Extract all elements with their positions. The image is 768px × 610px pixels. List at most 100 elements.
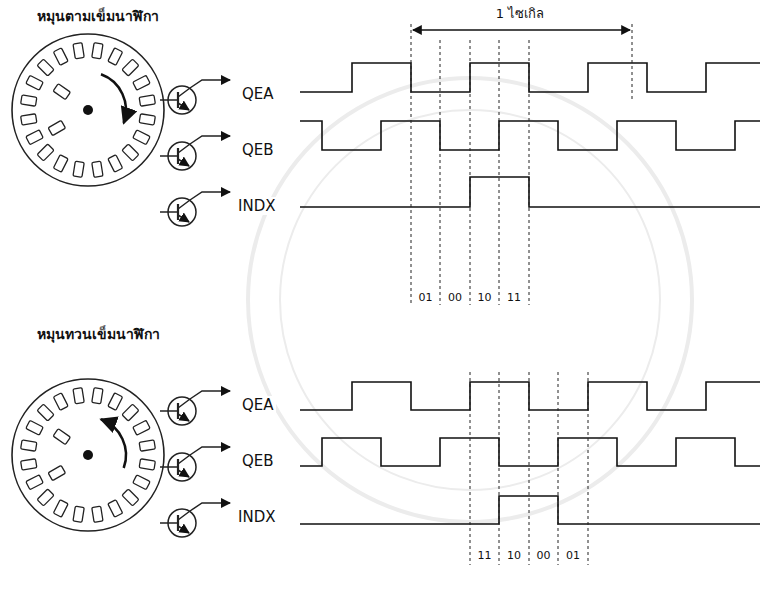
disc-slot xyxy=(53,393,68,410)
emitter-lead xyxy=(178,103,189,110)
signal-waveform xyxy=(300,121,760,150)
dashed-guide xyxy=(470,40,471,305)
dashed-guide xyxy=(411,24,412,305)
disc-slot xyxy=(92,43,103,59)
output-arrow xyxy=(178,503,230,520)
disc-slot xyxy=(37,404,54,421)
disc-slot xyxy=(108,155,123,172)
phototransistor-symbol xyxy=(160,80,230,114)
disc-slot xyxy=(53,48,68,65)
disc-slot xyxy=(21,114,37,125)
dashed-guide xyxy=(558,372,559,565)
emitter-lead xyxy=(178,159,189,166)
base-lead xyxy=(160,410,178,412)
state-code: 11 xyxy=(506,291,522,304)
signal-waveform xyxy=(300,382,760,410)
base-lead xyxy=(160,155,178,157)
phototransistor-symbol xyxy=(160,447,230,481)
signal-name: QEA xyxy=(240,85,276,103)
disc-slot xyxy=(139,459,155,470)
phototransistors xyxy=(160,80,230,537)
disc-slot xyxy=(122,404,139,421)
rotation-arrow xyxy=(101,419,126,468)
signal-waveform xyxy=(300,177,760,207)
disc-slot xyxy=(73,388,84,404)
rotation-arrow xyxy=(101,74,126,123)
base-lead xyxy=(160,211,178,213)
cycle-label: 1 ไซเกิล xyxy=(494,6,546,22)
disc-slot xyxy=(122,489,139,506)
disc-slot xyxy=(26,420,43,435)
disc-slot xyxy=(92,506,103,522)
signal-name: INDX xyxy=(236,508,277,526)
output-arrow xyxy=(178,391,230,408)
disc-slot xyxy=(48,465,65,480)
emitter-lead xyxy=(178,414,189,421)
phototransistor-symbol xyxy=(160,136,230,170)
disc-slot xyxy=(122,144,139,161)
encoder-discs xyxy=(12,34,164,531)
signal-name: QEB xyxy=(240,452,276,470)
disc-slot xyxy=(26,130,43,145)
disc-hub xyxy=(83,105,93,115)
disc-slot xyxy=(53,155,68,172)
disc-slot xyxy=(48,120,65,135)
output-arrow xyxy=(178,447,230,464)
disc-slot xyxy=(21,459,37,470)
encoder-disc xyxy=(12,379,164,531)
disc-slot xyxy=(92,388,103,404)
emitter-lead xyxy=(178,526,189,533)
timing-guides xyxy=(411,24,632,565)
disc-slot xyxy=(37,59,54,76)
signal-waveform xyxy=(300,496,760,524)
phototransistor-symbol xyxy=(160,192,230,226)
base-lead xyxy=(160,466,178,468)
signal-name: INDX xyxy=(236,197,277,215)
disc-slot xyxy=(37,144,54,161)
dashed-guide xyxy=(499,372,500,565)
state-code: 10 xyxy=(506,549,522,562)
output-arrow xyxy=(178,192,230,209)
disc-slot xyxy=(21,440,37,451)
disc-slot xyxy=(37,489,54,506)
disc-slot xyxy=(139,95,155,106)
disc-slot xyxy=(53,84,70,100)
disc-slot xyxy=(53,429,70,445)
output-arrow xyxy=(178,136,230,153)
disc-slot xyxy=(139,440,155,451)
cycle-arrow xyxy=(413,29,630,30)
disc-slot xyxy=(26,475,43,490)
dashed-guide xyxy=(499,40,500,305)
disc-slot xyxy=(92,161,103,177)
disc-slot xyxy=(133,420,150,435)
state-code: 01 xyxy=(418,291,434,304)
disc-slot xyxy=(53,500,68,517)
disc-slot xyxy=(133,130,150,145)
disc-slot xyxy=(73,43,84,59)
disc-slot xyxy=(26,75,43,90)
state-code: 00 xyxy=(536,549,552,562)
state-code: 00 xyxy=(447,291,463,304)
signal-name: QEA xyxy=(240,396,276,414)
disc-rim xyxy=(12,34,164,186)
signal-waveform xyxy=(300,438,760,466)
rotation-direction: หมุนทวนเข็มนาฬิกา xyxy=(35,326,162,343)
signal-name: QEB xyxy=(240,141,276,159)
disc-rim xyxy=(12,379,164,531)
base-lead xyxy=(160,99,178,101)
waveforms xyxy=(300,63,760,524)
disc-slot xyxy=(133,475,150,490)
state-code: 01 xyxy=(565,549,581,562)
base-lead xyxy=(160,522,178,524)
disc-slot xyxy=(108,48,123,65)
signal-waveform xyxy=(300,63,760,92)
dashed-guide xyxy=(632,24,633,100)
dashed-guide xyxy=(529,40,530,305)
state-code: 11 xyxy=(477,549,493,562)
phototransistor-symbol xyxy=(160,391,230,425)
dashed-guide xyxy=(588,372,589,565)
emitter-lead xyxy=(178,215,189,222)
